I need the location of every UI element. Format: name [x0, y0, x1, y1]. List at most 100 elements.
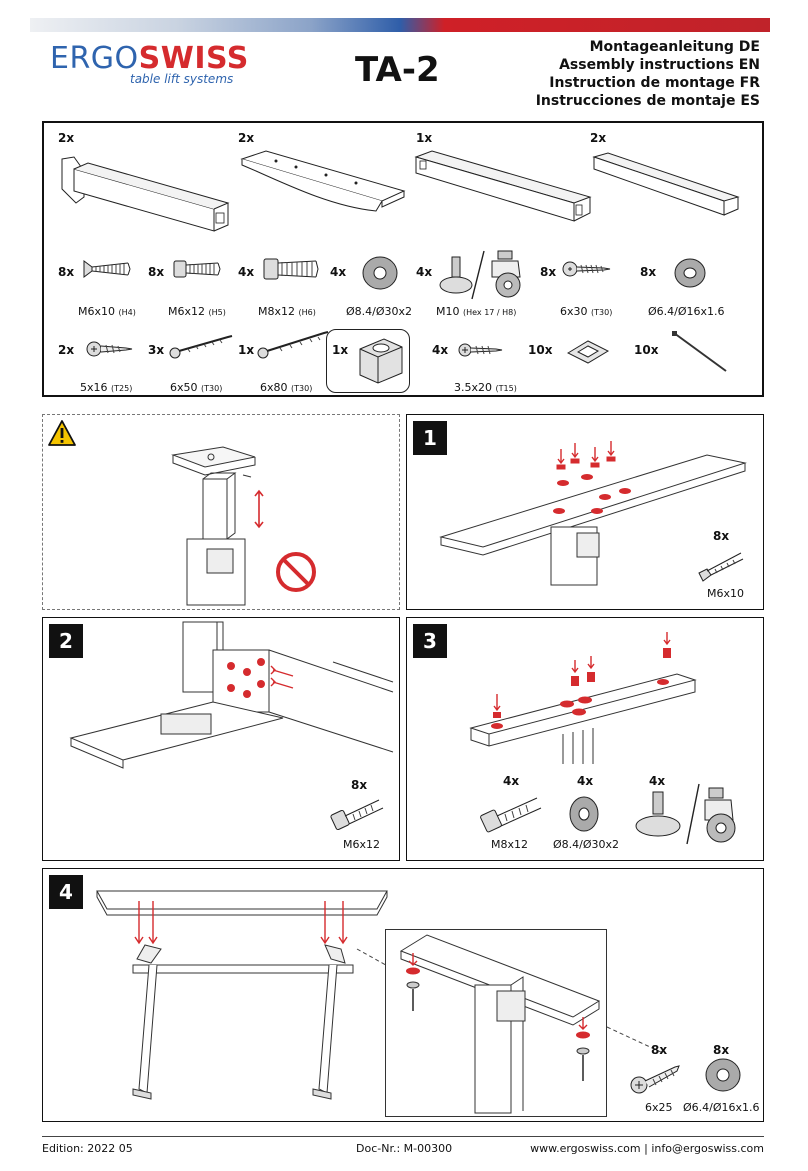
caption-washer-30: Ø8.4/Ø30x2 — [346, 305, 413, 318]
glide-caster-icon — [439, 250, 521, 300]
spacer-sleeve-icon — [359, 338, 403, 384]
step-2-panel: 2 8x M6x12 — [42, 617, 400, 861]
caption-m8x12: M8x12 (H6) — [258, 305, 316, 318]
header-color-bar — [30, 18, 770, 32]
footer: Edition: 2022 05 Doc-Nr.: M-00300 www.er… — [42, 1136, 764, 1155]
crossbar-icon — [414, 150, 592, 222]
step-3-washer-icon — [569, 796, 599, 832]
cable-tie-mount-icon — [566, 340, 610, 364]
qty-leg-column: 2x — [58, 131, 75, 145]
qty-washer-16: 8x — [640, 265, 657, 279]
wood-screw-3.5x20-icon — [458, 343, 503, 357]
brand-ergo: ERGO — [50, 41, 139, 76]
caption-m6x10: M6x10 (H4) — [78, 305, 136, 318]
qty-m8x12: 4x — [238, 265, 255, 279]
wood-screw-6x50-icon — [169, 335, 233, 359]
qty-glide-caster: 4x — [416, 265, 433, 279]
title-fr: Instruction de montage FR — [549, 75, 760, 91]
step-3-panel: 3 4x 4x 4x M8x12 Ø8.4/Ø30x2 — [406, 617, 764, 861]
qty-m6x10: 8x — [58, 265, 75, 279]
qty-cable-tie-mount: 10x — [528, 343, 553, 357]
washer-small-icon — [674, 258, 706, 288]
footer-doc-number: Doc-Nr.: M-00300 — [356, 1142, 453, 1155]
warning-panel — [42, 414, 400, 610]
step-4-detail-illustration — [399, 934, 601, 1114]
brand-logo: ERGOSWISS table lift systems — [50, 41, 249, 87]
step-4-washer-icon — [705, 1058, 741, 1092]
qty-cable-tie: 10x — [634, 343, 659, 357]
step-3-part-1: M8x12 — [491, 838, 528, 851]
brand-tagline: table lift systems — [130, 72, 234, 86]
step-4-qty-1: 8x — [651, 1043, 668, 1057]
step-1-panel: 1 8x M6x10 — [406, 414, 764, 610]
step-2-number: 2 — [49, 624, 83, 658]
prohibited-icon — [276, 552, 316, 592]
title-de: Montageanleitung DE — [589, 39, 760, 55]
caption-m6x12: M6x12 (H5) — [168, 305, 226, 318]
washer-icon — [362, 256, 398, 290]
step-1-qty: 8x — [713, 529, 730, 543]
title-en: Assembly instructions EN — [559, 57, 760, 73]
caption-6x30: 6x30 (T30) — [560, 305, 613, 318]
qty-3.5x20: 4x — [432, 343, 449, 357]
socket-screw-m8-icon — [263, 258, 319, 280]
qty-5x16: 2x — [58, 343, 75, 357]
countersunk-screw-icon — [83, 260, 131, 278]
step-3-qty-1: 4x — [503, 774, 520, 788]
caption-6x50: 6x50 (T30) — [170, 381, 223, 394]
wood-screw-6x80-icon — [257, 331, 329, 359]
qty-spacer-sleeve: 1x — [332, 343, 349, 357]
step-3-number: 3 — [413, 624, 447, 658]
qty-foot-bracket: 2x — [238, 131, 255, 145]
caption-glide-caster: M10 (Hex 17 / H8) — [436, 305, 517, 318]
warning-icon — [48, 420, 76, 446]
brand-swiss: SWISS — [138, 41, 249, 76]
wood-screw-5x16-icon — [86, 341, 133, 357]
step-1-illustration — [439, 441, 747, 586]
step-4-part-1: 6x25 — [645, 1101, 673, 1114]
step-1-screw-icon — [698, 552, 744, 582]
footer-contact[interactable]: www.ergoswiss.com | info@ergoswiss.com — [530, 1142, 764, 1155]
qty-crossbar: 1x — [416, 131, 433, 145]
step-3-glide-caster-icon — [635, 783, 736, 845]
step-2-qty: 8x — [351, 778, 368, 792]
qty-6x30: 8x — [540, 265, 557, 279]
step-4-screw-icon — [630, 1065, 680, 1094]
qty-m6x12: 8x — [148, 265, 165, 279]
step-2-screw-icon — [330, 799, 384, 831]
manual-titles: Montageanleitung DE Assembly instruction… — [536, 38, 760, 110]
foot-bracket-icon — [240, 150, 406, 212]
leg-column-icon — [61, 156, 230, 232]
parts-list-panel: 2x 2x 1x 2x 8x M6x10 (H4) 8x — [42, 121, 764, 397]
step-1-part: M6x10 — [707, 587, 744, 600]
caption-6x80: 6x80 (T30) — [260, 381, 313, 394]
height-arrow-icon — [254, 489, 264, 529]
square-tube-icon — [592, 152, 740, 216]
step-3-illustration — [469, 632, 697, 764]
qty-square-tube: 2x — [590, 131, 607, 145]
step-2-illustration — [69, 621, 394, 769]
caption-3.5x20: 3.5x20 (T15) — [454, 381, 517, 394]
step-4-part-2: Ø6.4/Ø16x1.6 — [683, 1101, 760, 1114]
spacer-sleeve-group — [326, 329, 410, 393]
step-3-part-2: Ø8.4/Ø30x2 — [553, 838, 620, 851]
footer-edition: Edition: 2022 05 — [42, 1142, 133, 1155]
model-title: TA-2 — [355, 50, 440, 90]
socket-screw-icon — [173, 260, 221, 278]
qty-6x80: 1x — [238, 343, 255, 357]
qty-6x50: 3x — [148, 343, 165, 357]
step-3-screw-icon — [480, 797, 542, 833]
step-4-leader-line — [606, 1026, 664, 1054]
caption-5x16: 5x16 (T25) — [80, 381, 133, 394]
column-adjust-illustration — [171, 446, 256, 606]
step-4-table-illustration — [96, 890, 394, 1100]
step-4-qty-2: 8x — [713, 1043, 730, 1057]
step-2-part: M6x12 — [343, 838, 380, 851]
step-4-panel: 4 8x 8x — [42, 868, 764, 1122]
caption-washer-16: Ø6.4/Ø16x1.6 — [648, 305, 725, 318]
title-es: Instrucciones de montaje ES — [535, 93, 760, 109]
step-1-number: 1 — [413, 421, 447, 455]
step-4-number: 4 — [49, 875, 83, 909]
wood-screw-icon — [562, 261, 611, 277]
cable-tie-icon — [672, 331, 727, 372]
